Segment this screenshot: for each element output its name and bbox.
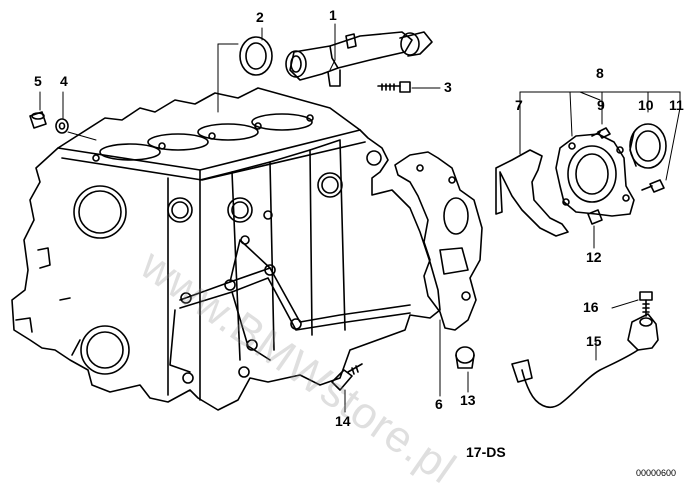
screw-9 xyxy=(591,127,611,139)
plug-5 xyxy=(29,111,47,129)
bolt-14 xyxy=(331,363,363,391)
gasket-7 xyxy=(495,149,569,237)
bolt-3 xyxy=(377,81,411,93)
callout-5: 5 xyxy=(34,73,42,89)
callout-10: 10 xyxy=(638,97,654,113)
seal-housing-8 xyxy=(555,133,635,217)
callout-3: 3 xyxy=(444,79,452,95)
screw-16 xyxy=(639,291,653,317)
washer-4 xyxy=(55,118,69,134)
gasket-6 xyxy=(394,151,483,331)
coolant-pipe-1 xyxy=(285,31,433,87)
screw-11 xyxy=(641,179,665,193)
callout-8: 8 xyxy=(596,65,604,81)
callout-12: 12 xyxy=(586,249,602,265)
callout-16: 16 xyxy=(583,299,599,315)
callout-11: 11 xyxy=(669,97,684,113)
callout-7: 7 xyxy=(515,97,523,113)
engine-block xyxy=(11,87,441,411)
callout-13: 13 xyxy=(460,392,476,408)
seal-ring-2 xyxy=(239,36,273,76)
leader-lines xyxy=(39,23,681,413)
shaft-seal-10 xyxy=(629,123,667,169)
callout-2: 2 xyxy=(256,9,264,25)
dowel-12 xyxy=(587,209,603,225)
cap-13 xyxy=(455,346,475,369)
diagram-code: 17-DS xyxy=(466,444,506,460)
callout-6: 6 xyxy=(435,396,443,412)
callout-1: 1 xyxy=(329,7,337,23)
callout-15: 15 xyxy=(586,333,602,349)
callout-9: 9 xyxy=(597,97,605,113)
document-number: 00000600 xyxy=(636,468,677,478)
diagram-drawing xyxy=(11,23,681,413)
callout-14: 14 xyxy=(335,413,351,429)
knock-sensor-15 xyxy=(511,313,659,408)
parts-diagram: www.BMWstore.pl 1 2 3 4 5 6 7 8 9 10 11 … xyxy=(11,7,684,493)
callout-4: 4 xyxy=(60,73,68,89)
